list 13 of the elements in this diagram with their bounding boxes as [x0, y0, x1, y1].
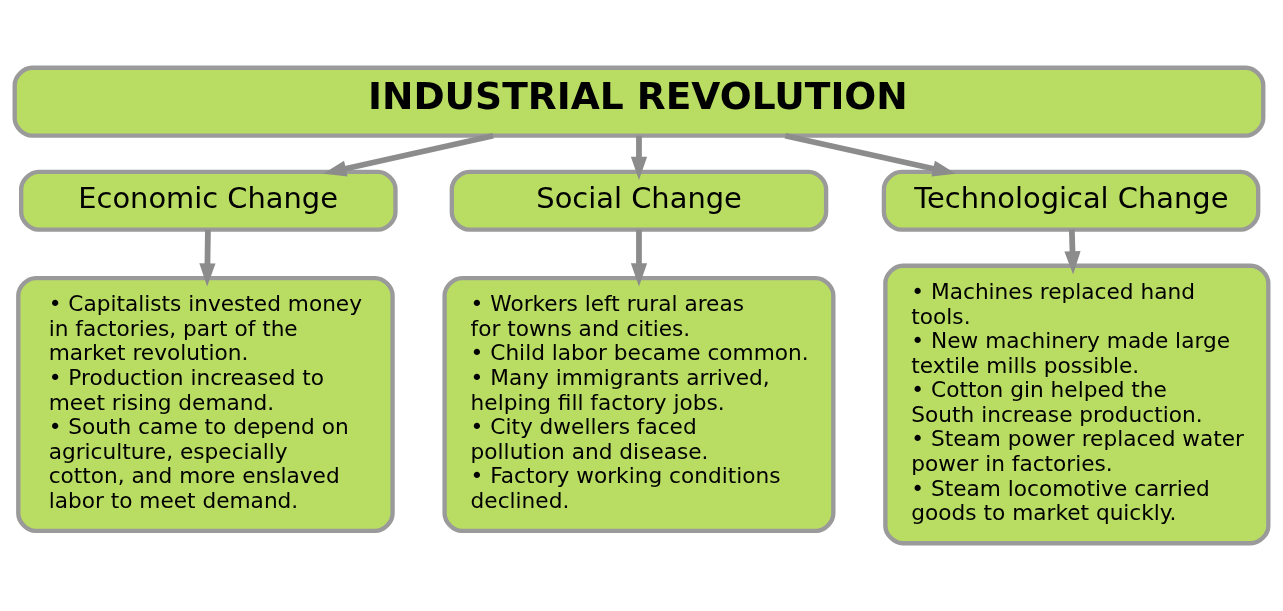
node-box: • Machines replaced hand tools. • New machinery made large textile mills possible. • Cotton gin helped the South increase production. • Steam power replaced water power in factories. • Steam locomotive carried goods to market quickly.: [883, 263, 1271, 546]
node-box: Technological Change: [881, 169, 1261, 232]
node-box: • Workers left rural areas for towns and cities. • Child labor became common. • Many immigrants arrived, helping fill factory jobs. • City dwellers faced pollution and disease. • Factory working conditions declined.: [442, 275, 836, 534]
arrow: [630, 229, 648, 287]
arrow: [323, 132, 494, 177]
arrow: [784, 132, 956, 177]
node-box: INDUSTRIAL REVOLUTION: [12, 65, 1266, 138]
node-box: • Capitalists invested money in factories, part of the market revolution. • Production increased to meet rising demand. • South came to depend on agriculture, especially cotton, and more enslaved labor to meet demand.: [16, 275, 395, 534]
arrow: [199, 229, 216, 287]
arrow: [630, 135, 648, 181]
node-box: Social Change: [449, 169, 829, 232]
node-box: Economic Change: [19, 169, 398, 232]
arrow: [1064, 229, 1081, 275]
